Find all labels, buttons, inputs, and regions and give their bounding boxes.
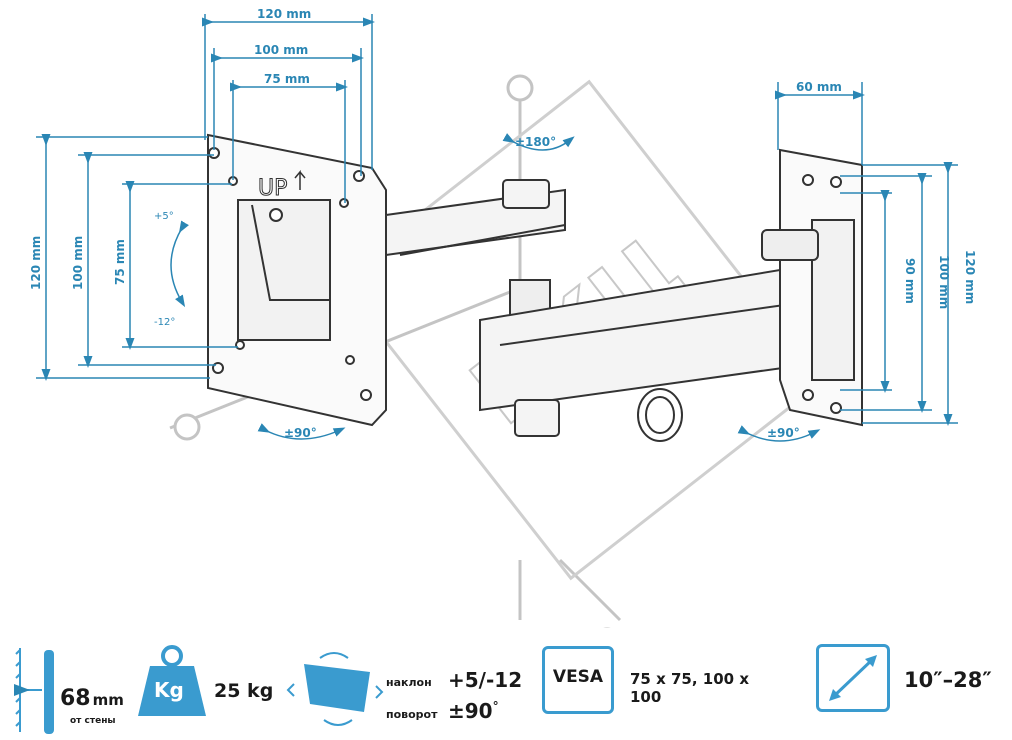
width-120-label: 120 mm xyxy=(257,7,311,21)
wall-height-90-label: 90 mm xyxy=(903,258,917,304)
swivel-value: ±90 xyxy=(448,699,493,723)
weight-value: 25 kg xyxy=(214,680,274,702)
vesa-value: 75 x 75, 100 x 100 xyxy=(630,670,749,706)
height-120-label: 120 mm xyxy=(29,236,43,290)
wall-depth-icon xyxy=(14,648,54,734)
arm-rotation-label: ±180° xyxy=(515,135,556,149)
tilt-down-label: -12° xyxy=(154,317,175,328)
mount-drawing: ККЦ UP xyxy=(29,7,977,655)
diagonal-icon xyxy=(816,644,890,712)
weight-icon xyxy=(138,645,206,716)
tilt-value: +5/-12 xyxy=(448,668,523,692)
depth-value: 68 xyxy=(60,686,91,711)
right-dimension-lines xyxy=(775,82,958,426)
tilt-swivel-icon xyxy=(286,652,384,726)
diagonal-feature: 10″–28″ xyxy=(816,644,1006,734)
vesa-icon-label: VESA xyxy=(552,667,604,687)
tilt-label: наклон xyxy=(386,676,432,689)
tilt-swivel-feature: наклон +5/-12 поворот ±90° xyxy=(286,642,536,734)
swing-arm xyxy=(385,179,841,442)
weight-feature: Kg 25 kg xyxy=(136,642,276,732)
wall-height-100-label: 100 mm xyxy=(937,255,951,309)
height-100-label: 100 mm xyxy=(71,236,85,290)
swivel-degree: ° xyxy=(492,699,499,714)
vesa-icon: VESA xyxy=(542,646,614,714)
depth-caption: от стены xyxy=(70,716,116,726)
up-label: UP xyxy=(258,176,287,201)
height-75-label: 75 mm xyxy=(113,239,127,285)
vesa-feature: VESA 75 x 75, 100 x 100 xyxy=(542,646,782,732)
depth-unit: mm xyxy=(92,691,124,709)
plate-swivel-label: ±90° xyxy=(284,426,317,440)
swivel-label: поворот xyxy=(386,708,438,721)
wall-width-label: 60 mm xyxy=(796,80,842,94)
diagonal-separator: – xyxy=(942,668,954,692)
left-dimension-lines xyxy=(36,14,821,442)
vesa-plate xyxy=(207,133,387,427)
width-75-label: 75 mm xyxy=(264,72,310,86)
wall-plate xyxy=(761,148,863,427)
width-100-label: 100 mm xyxy=(254,43,308,57)
diagonal-max: 28″ xyxy=(953,668,992,692)
diagonal-min: 10″ xyxy=(904,668,943,692)
wall-swivel-label: ±90° xyxy=(767,426,800,440)
weight-icon-label: Kg xyxy=(154,678,184,702)
up-arrow-icon xyxy=(294,169,306,190)
wall-height-120-label: 120 mm xyxy=(963,250,977,304)
tilt-up-label: +5° xyxy=(154,211,174,222)
